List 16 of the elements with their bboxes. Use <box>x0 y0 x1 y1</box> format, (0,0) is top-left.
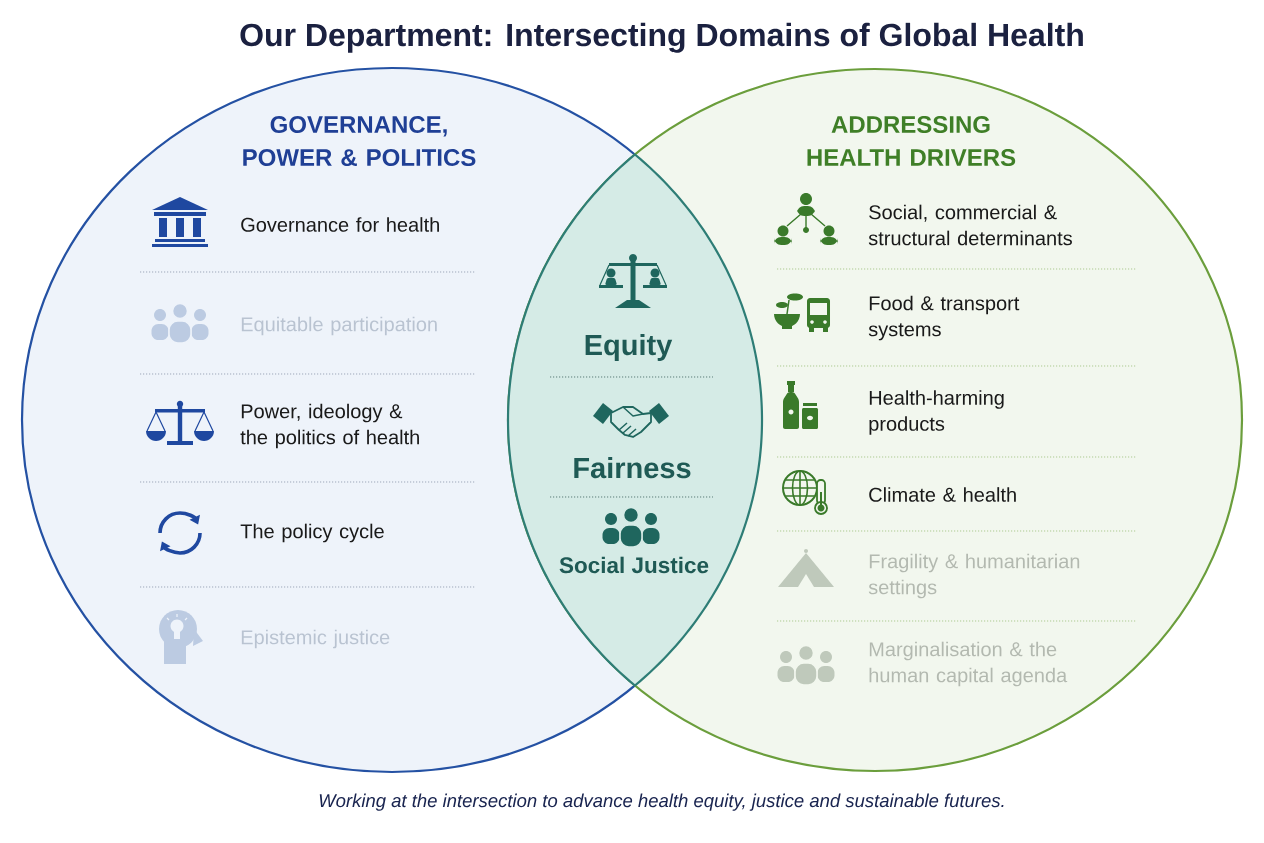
list-item: The policy cycle <box>240 523 384 543</box>
list-item: Power, ideology & the politics of health <box>240 403 419 449</box>
overlap-term: Social Justice <box>559 556 709 574</box>
title: Our Department: Intersecting Domains of Global Health <box>240 22 1083 53</box>
overlap-term: Fairness <box>574 457 691 479</box>
list-item: Food & transport systems <box>868 295 1020 341</box>
list-item: Governance for health <box>241 217 439 232</box>
overlap-term: Equity <box>585 334 673 361</box>
circle-heading: ADDRESSING HEALTH DRIVERS <box>807 116 1016 166</box>
list-item: Social, commercial & structural determinants <box>868 204 1072 246</box>
list-item: Health-harming products <box>869 390 1004 435</box>
caption: Working at the intersection to advance health equity, justice and sustainable futures. <box>319 793 1004 811</box>
circle-heading: GOVERNANCE, POWER & POLITICS <box>243 116 476 166</box>
list-item: Climate & health <box>869 487 1016 502</box>
list-item: Marginalisation & the human capital agenda <box>869 641 1068 687</box>
list-item: Fragility & humanitarian settings <box>868 553 1080 599</box>
